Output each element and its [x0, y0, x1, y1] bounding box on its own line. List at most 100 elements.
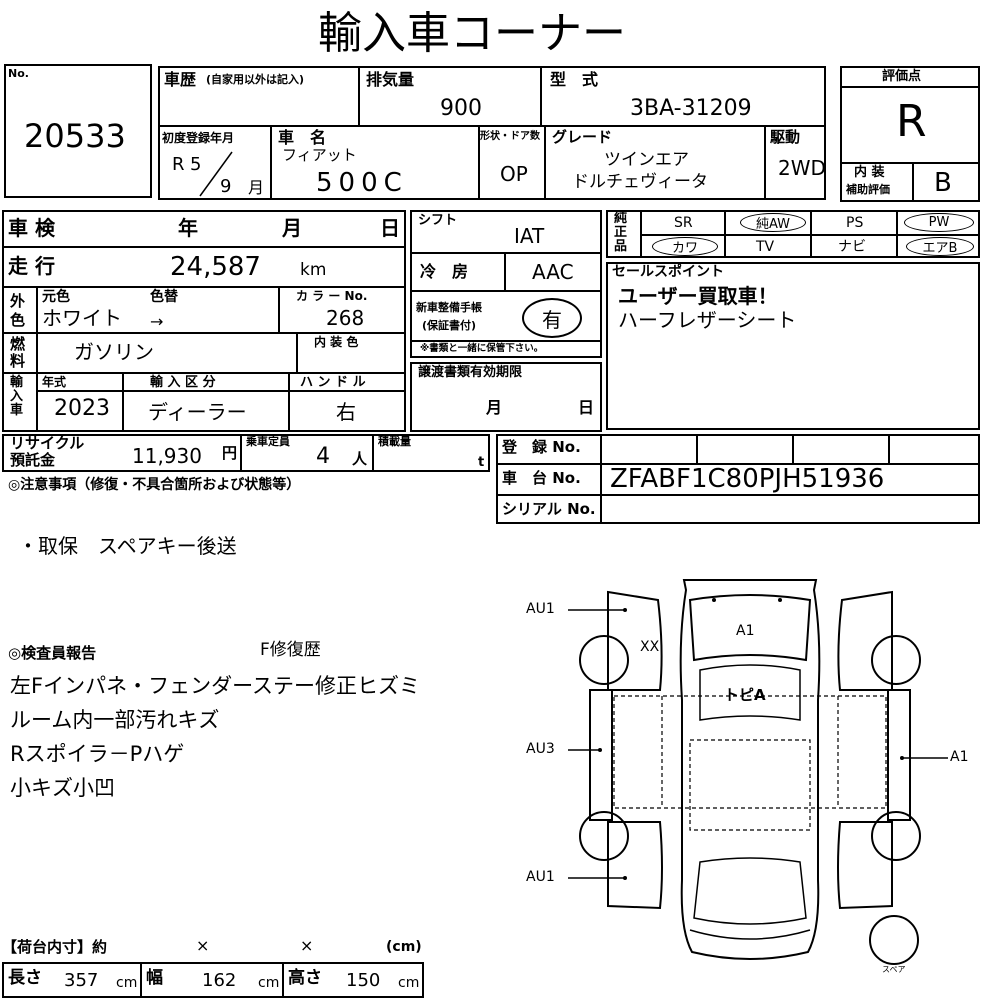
notes-line1: ・取保 スペアキー後送 — [18, 534, 237, 558]
car-name-label: 車 名 — [278, 128, 327, 147]
equip-alloy-wheels: 純AW — [740, 213, 806, 232]
grade-label: グレード — [552, 128, 613, 146]
mileage-value: 24,587 — [170, 252, 261, 282]
cargo-width: 162 — [202, 970, 237, 991]
equip-navi: ナビ — [838, 239, 866, 255]
sales-point-box — [606, 262, 980, 430]
exterior-label: 外色 — [10, 292, 26, 329]
capacity-value: 4 — [316, 444, 330, 469]
equip-leather: カワ — [652, 237, 718, 256]
car-damage-diagram — [568, 579, 948, 965]
diagram-spare-label: スペア — [882, 965, 906, 974]
model-label: 型 式 — [550, 70, 599, 89]
header-grid — [158, 66, 826, 200]
cargo-length: 357 — [64, 970, 99, 991]
equip-airbag: エアB — [906, 237, 974, 256]
load-label: 積載量 — [378, 435, 411, 448]
chassis-label: 車 台 No. — [502, 469, 581, 487]
rating-label: 評価点 — [882, 69, 922, 84]
docs-expiry-month: 月 — [486, 398, 503, 417]
cargo-width-label: 幅 — [146, 968, 163, 988]
registration-grid — [496, 434, 980, 524]
import-year-label: 年式 — [42, 375, 67, 389]
shape-label: 形状・ドア数 — [480, 131, 540, 142]
serial-label: シリアル No. — [502, 500, 596, 518]
sales-point-line2: ハーフレザーシート — [618, 308, 797, 332]
handle-label: ハ ン ド ル — [300, 375, 366, 390]
rating-box — [840, 66, 980, 202]
car-maker: フィアット — [282, 146, 357, 164]
model-value: 3BA-31209 — [630, 96, 752, 121]
inspector-label: ◎検査員報告 — [8, 644, 97, 662]
shift-label: シフト — [418, 213, 458, 228]
cargo-label: 【荷台内寸】約 — [2, 938, 108, 956]
color-arrow: → — [150, 312, 164, 331]
ac-label: 冷 房 — [420, 262, 469, 281]
first-reg-month-unit: 月 — [248, 178, 265, 197]
diagram-a1-hood: A1 — [736, 623, 755, 639]
inspector-line: 小キズ小凹 — [10, 776, 115, 800]
inspector-line: Rスポイラ－Pハゲ — [10, 742, 185, 766]
import-type-value: ディーラー — [148, 400, 247, 424]
diagram-au3: AU3 — [526, 741, 555, 757]
import-year: 2023 — [54, 396, 110, 421]
inspector-line: 左Fインパネ・フェンダーステー修正ヒズミ — [10, 674, 421, 698]
docs-expiry-label: 譲渡書類有効期限 — [418, 365, 523, 380]
capacity-label: 乗車定員 — [246, 435, 290, 448]
cargo-unit: (cm) — [386, 939, 422, 955]
displacement-value: 900 — [440, 96, 482, 121]
color-no-value: 268 — [326, 306, 365, 330]
equipment-label: 純正品 — [614, 211, 628, 254]
diagram-au1-top: AU1 — [526, 601, 555, 617]
recycle-value: 11,930 — [132, 444, 202, 468]
color-no-label: カ ラ ー No. — [296, 289, 368, 303]
load-unit: t — [478, 455, 485, 470]
service-label-1: 新車整備手帳 — [416, 301, 482, 314]
equip-tv: TV — [756, 239, 775, 255]
recycle-label-1: リサイクル — [10, 434, 85, 452]
import-label: 輸入車 — [10, 375, 24, 418]
chassis-value: ZFABF1C80PJH51936 — [610, 464, 885, 494]
inspection-month: 月 — [282, 216, 302, 240]
ac-value: AAC — [532, 260, 574, 284]
lot-box — [4, 64, 152, 198]
rating-value: R — [896, 96, 927, 147]
capacity-unit: 人 — [352, 450, 368, 468]
page-title: 輸入車コーナー — [318, 8, 626, 59]
inspector-line: ルーム内一部汚れキズ — [10, 708, 220, 732]
mileage-label: 走 行 — [8, 254, 55, 278]
inspection-day: 日 — [380, 216, 400, 240]
equip-ps: PS — [846, 215, 864, 231]
inspection-label: 車 検 — [8, 216, 55, 240]
interior-color-label: 内 装 色 — [314, 335, 359, 349]
cargo-cm: cm — [258, 975, 280, 991]
drive-label: 駆動 — [770, 128, 801, 146]
diagram-roof: トピA — [724, 686, 766, 704]
cargo-height-label: 高さ — [288, 968, 322, 988]
history-label: 車歴 — [164, 70, 197, 89]
lot-number: 20533 — [24, 117, 126, 155]
cargo-grid — [2, 962, 424, 998]
lot-label: No. — [8, 67, 29, 80]
import-type-label: 輸 入 区 分 — [150, 375, 216, 390]
orig-color-label: 元色 — [42, 289, 70, 305]
repair-history: F修復歴 — [260, 640, 321, 660]
docs-expiry-block — [410, 362, 602, 432]
car-name: 500C — [316, 168, 408, 198]
cargo-x2: × — [300, 936, 314, 955]
notes-label: ◎注意事項（修復・不具合箇所および状態等） — [8, 477, 301, 493]
shift-value: IAT — [514, 224, 545, 248]
handle-value: 右 — [336, 400, 356, 424]
displacement-label: 排気量 — [366, 70, 415, 89]
color-change-label: 色替 — [150, 289, 178, 305]
drive-value: 2WD — [778, 156, 826, 180]
diagram-au1-bottom: AU1 — [526, 869, 555, 885]
first-reg-era: R — [172, 154, 185, 175]
recycle-label-2: 預託金 — [10, 451, 56, 469]
recycle-unit: 円 — [222, 444, 238, 462]
docs-expiry-day: 日 — [578, 398, 595, 417]
recycle-row — [2, 434, 490, 472]
spec-block — [2, 210, 406, 432]
history-note: (自家用以外は記入) — [206, 73, 305, 86]
cargo-length-label: 長さ — [8, 968, 42, 988]
